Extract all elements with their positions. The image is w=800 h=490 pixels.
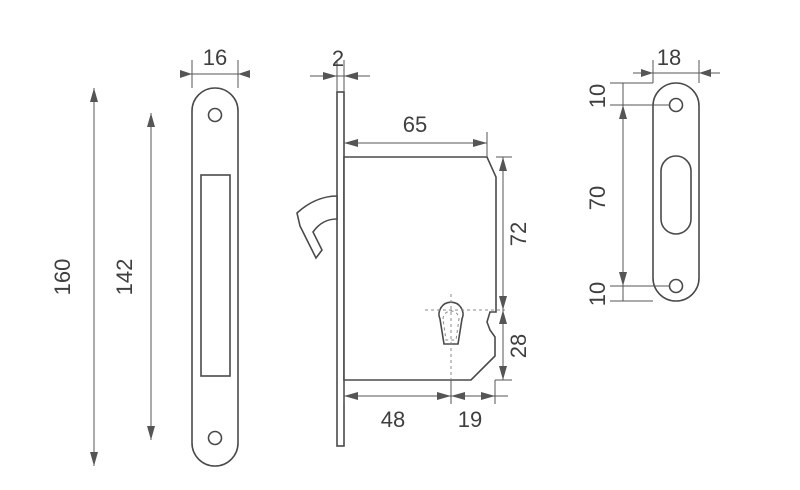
dim-48-label: 48 — [381, 407, 405, 432]
dim-160: 160 — [50, 88, 98, 466]
dim-18-label: 18 — [657, 45, 681, 70]
front-plate-top-screw-hole — [207, 107, 223, 123]
strike-top-screw-hole — [668, 97, 684, 113]
dim-18: 18 — [633, 45, 720, 83]
dim-28-label: 28 — [506, 334, 531, 358]
latch-opening — [200, 174, 231, 377]
dim-16-label: 16 — [203, 45, 227, 70]
dim-16: 16 — [180, 45, 250, 88]
dim-10-bottom-label: 10 — [585, 282, 610, 306]
strike-latch-slot — [660, 155, 692, 235]
lock-body-view — [296, 91, 505, 447]
dim-65: 65 — [344, 112, 488, 157]
dim-10-70-10: 10 70 10 — [585, 82, 670, 306]
dim-142: 142 — [112, 113, 155, 440]
dim-72: 72 — [496, 156, 531, 310]
dim-2-label: 2 — [332, 46, 344, 71]
hook-latch — [296, 195, 338, 260]
front-plate-bottom-screw-hole — [207, 430, 223, 446]
dim-70-label: 70 — [585, 186, 610, 210]
front-plate-view — [191, 87, 239, 467]
strike-plate-view — [652, 82, 700, 302]
dim-10-top-label: 10 — [585, 84, 610, 108]
dim-72-label: 72 — [506, 222, 531, 246]
dim-19-label: 19 — [458, 407, 482, 432]
dim-48-19: 48 19 — [343, 380, 508, 432]
dim-142-label: 142 — [112, 259, 137, 296]
dim-28: 28 — [495, 310, 531, 381]
dim-2: 2 — [310, 46, 370, 92]
strike-bottom-screw-hole — [668, 278, 684, 294]
dim-160-label: 160 — [50, 259, 75, 296]
dim-65-label: 65 — [403, 112, 427, 137]
lock-case — [343, 156, 497, 381]
lock-face-plate — [336, 91, 345, 447]
